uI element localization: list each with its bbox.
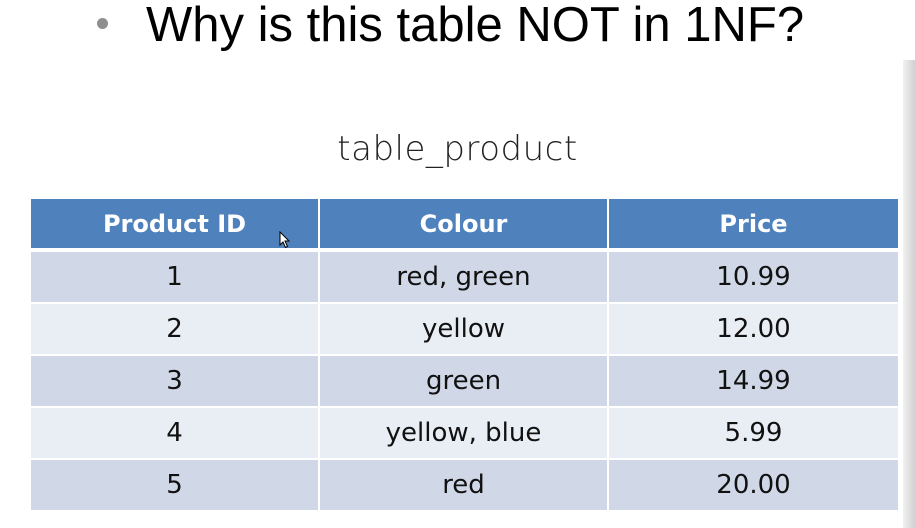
window-edge: [903, 60, 915, 528]
cell-product-id: 5: [31, 459, 320, 512]
cell-product-id: 1: [31, 250, 320, 304]
cell-colour: red, green: [319, 250, 609, 304]
cell-product-id: 4: [31, 407, 320, 460]
cell-product-id: 2: [31, 303, 320, 356]
column-header-product-id: Product ID: [31, 199, 320, 252]
cell-price: 5.99: [608, 407, 898, 460]
cell-colour: green: [319, 355, 609, 408]
bullet-icon: [97, 18, 108, 29]
table-row: 4 yellow, blue 5.99: [31, 407, 898, 460]
column-header-price: Price: [608, 199, 898, 252]
table-row: 1 red, green 10.99: [31, 250, 898, 304]
mouse-cursor-icon: [279, 231, 291, 249]
table-row: 5 red 20.00: [31, 459, 898, 512]
cell-price: 14.99: [608, 355, 898, 408]
cell-colour: red: [319, 459, 609, 512]
table-caption: table_product: [337, 129, 578, 169]
cell-price: 10.99: [608, 250, 898, 304]
table-row: 3 green 14.99: [31, 355, 898, 408]
cell-product-id: 3: [31, 355, 320, 408]
cell-colour: yellow, blue: [319, 407, 609, 460]
slide-title: Why is this table NOT in 1NF?: [146, 0, 805, 52]
cell-colour: yellow: [319, 303, 609, 356]
table-row: 2 yellow 12.00: [31, 303, 898, 356]
cell-price: 12.00: [608, 303, 898, 356]
product-table: Product ID Colour Price 1 red, green 10.…: [31, 199, 898, 512]
cell-price: 20.00: [608, 459, 898, 512]
table-header-row: Product ID Colour Price: [31, 199, 898, 252]
slide-title-row: Why is this table NOT in 1NF?: [0, 0, 915, 56]
column-header-colour: Colour: [319, 199, 609, 252]
